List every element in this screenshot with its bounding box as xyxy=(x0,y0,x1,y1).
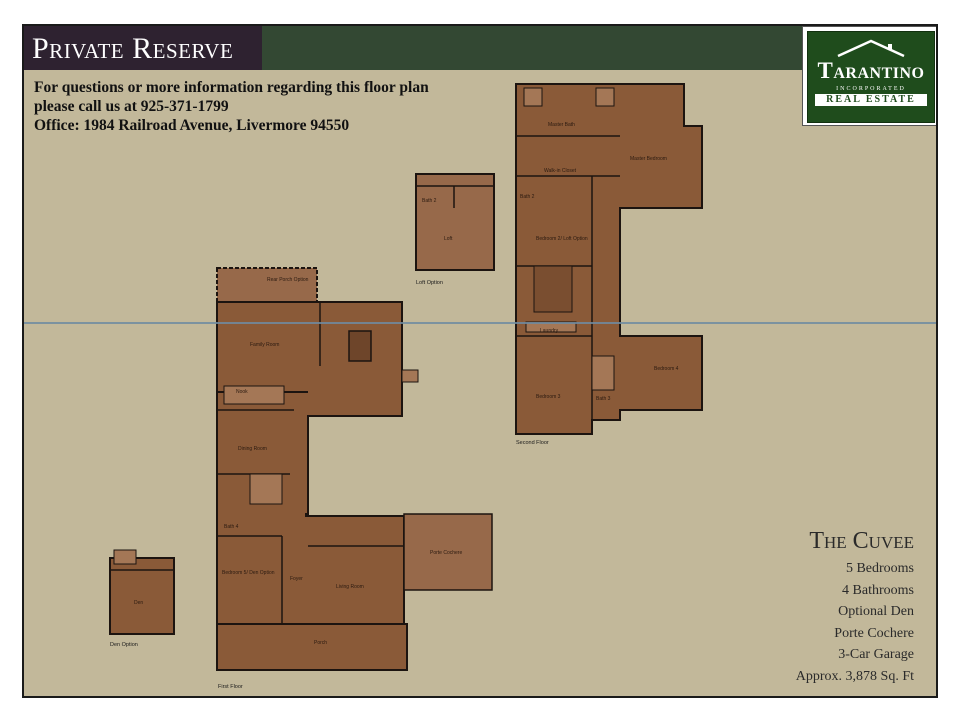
feature-porte-cochere: Porte Cochere xyxy=(834,625,914,641)
plan-caption: Second Floor xyxy=(516,440,549,446)
loft-option-plan xyxy=(415,173,495,271)
room-label: Bedroom 3 xyxy=(536,394,561,400)
contact-line-2: please call us at 925-371-1799 xyxy=(34,98,229,115)
room-label: Dining Room xyxy=(238,446,267,452)
plan-caption: First Floor xyxy=(218,684,243,690)
room-label: Living Room xyxy=(336,584,364,590)
room-label: Bath 3 xyxy=(596,396,611,402)
room-label: Bedroom 5/ Den Option xyxy=(222,570,275,576)
room-label: Porch xyxy=(314,640,327,646)
room-label: Bedroom 2/ Loft Option xyxy=(536,236,588,242)
room-label: Family Room xyxy=(250,342,279,348)
room-label: Foyer xyxy=(290,576,303,582)
room-label: Master Bedroom xyxy=(630,156,667,162)
plan-caption: Den Option xyxy=(110,642,138,648)
fold-line xyxy=(24,322,936,324)
house-roof-icon xyxy=(837,39,905,58)
logo-inc: INCORPORATED xyxy=(836,86,906,92)
logo-name: Tarantino xyxy=(817,58,925,83)
room-label: Rear Porch Option xyxy=(267,277,309,283)
tarantino-logo: Tarantino INCORPORATED REAL ESTATE xyxy=(802,26,936,126)
contact-line-3: Office: 1984 Railroad Avenue, Livermore … xyxy=(34,117,350,134)
plan-caption: Loft Option xyxy=(416,280,443,286)
room-label: Master Bath xyxy=(548,122,575,128)
room-label: Loft xyxy=(444,236,453,242)
room-label: Porte Cochere xyxy=(430,550,462,556)
contact-info: For questions or more information regard… xyxy=(34,78,429,135)
floor-plan-sheet: Private Reserve For questions or more in… xyxy=(22,24,938,698)
feature-den: Optional Den xyxy=(838,604,914,619)
feature-bedrooms: 5 Bedrooms xyxy=(845,561,914,576)
room-label: Walk-in Closet xyxy=(544,168,577,174)
feature-sqft: Approx. 3,878 Sq. Ft xyxy=(795,668,914,684)
room-label: Nook xyxy=(236,389,248,395)
plan-features: The Cuvee 5 Bedrooms 4 Bathrooms Optiona… xyxy=(796,528,914,687)
second-floor-plan xyxy=(515,83,703,435)
logo-panel: Tarantino INCORPORATED REAL ESTATE xyxy=(807,31,935,123)
title-box: Private Reserve xyxy=(24,26,262,70)
first-floor-plan xyxy=(216,267,493,671)
plan-name: The Cuvee xyxy=(809,528,914,554)
room-label: Bedroom 4 xyxy=(654,366,679,372)
room-label: Bath 2 xyxy=(520,194,535,200)
room-label: Den xyxy=(134,600,143,606)
page-title: Private Reserve xyxy=(32,32,234,65)
logo-real-estate: REAL ESTATE xyxy=(815,94,927,106)
floor-plans: Rear Porch Option Family Room Nook Dinin… xyxy=(109,83,703,690)
room-label: Bath 2 xyxy=(422,198,437,204)
room-label: Bath 4 xyxy=(224,524,239,530)
room-label: Laundry xyxy=(540,328,559,334)
feature-garage: 3-Car Garage xyxy=(838,647,914,662)
contact-line-1: For questions or more information regard… xyxy=(34,79,429,96)
feature-bathrooms: 4 Bathrooms xyxy=(842,582,914,598)
den-option-plan xyxy=(109,549,175,635)
